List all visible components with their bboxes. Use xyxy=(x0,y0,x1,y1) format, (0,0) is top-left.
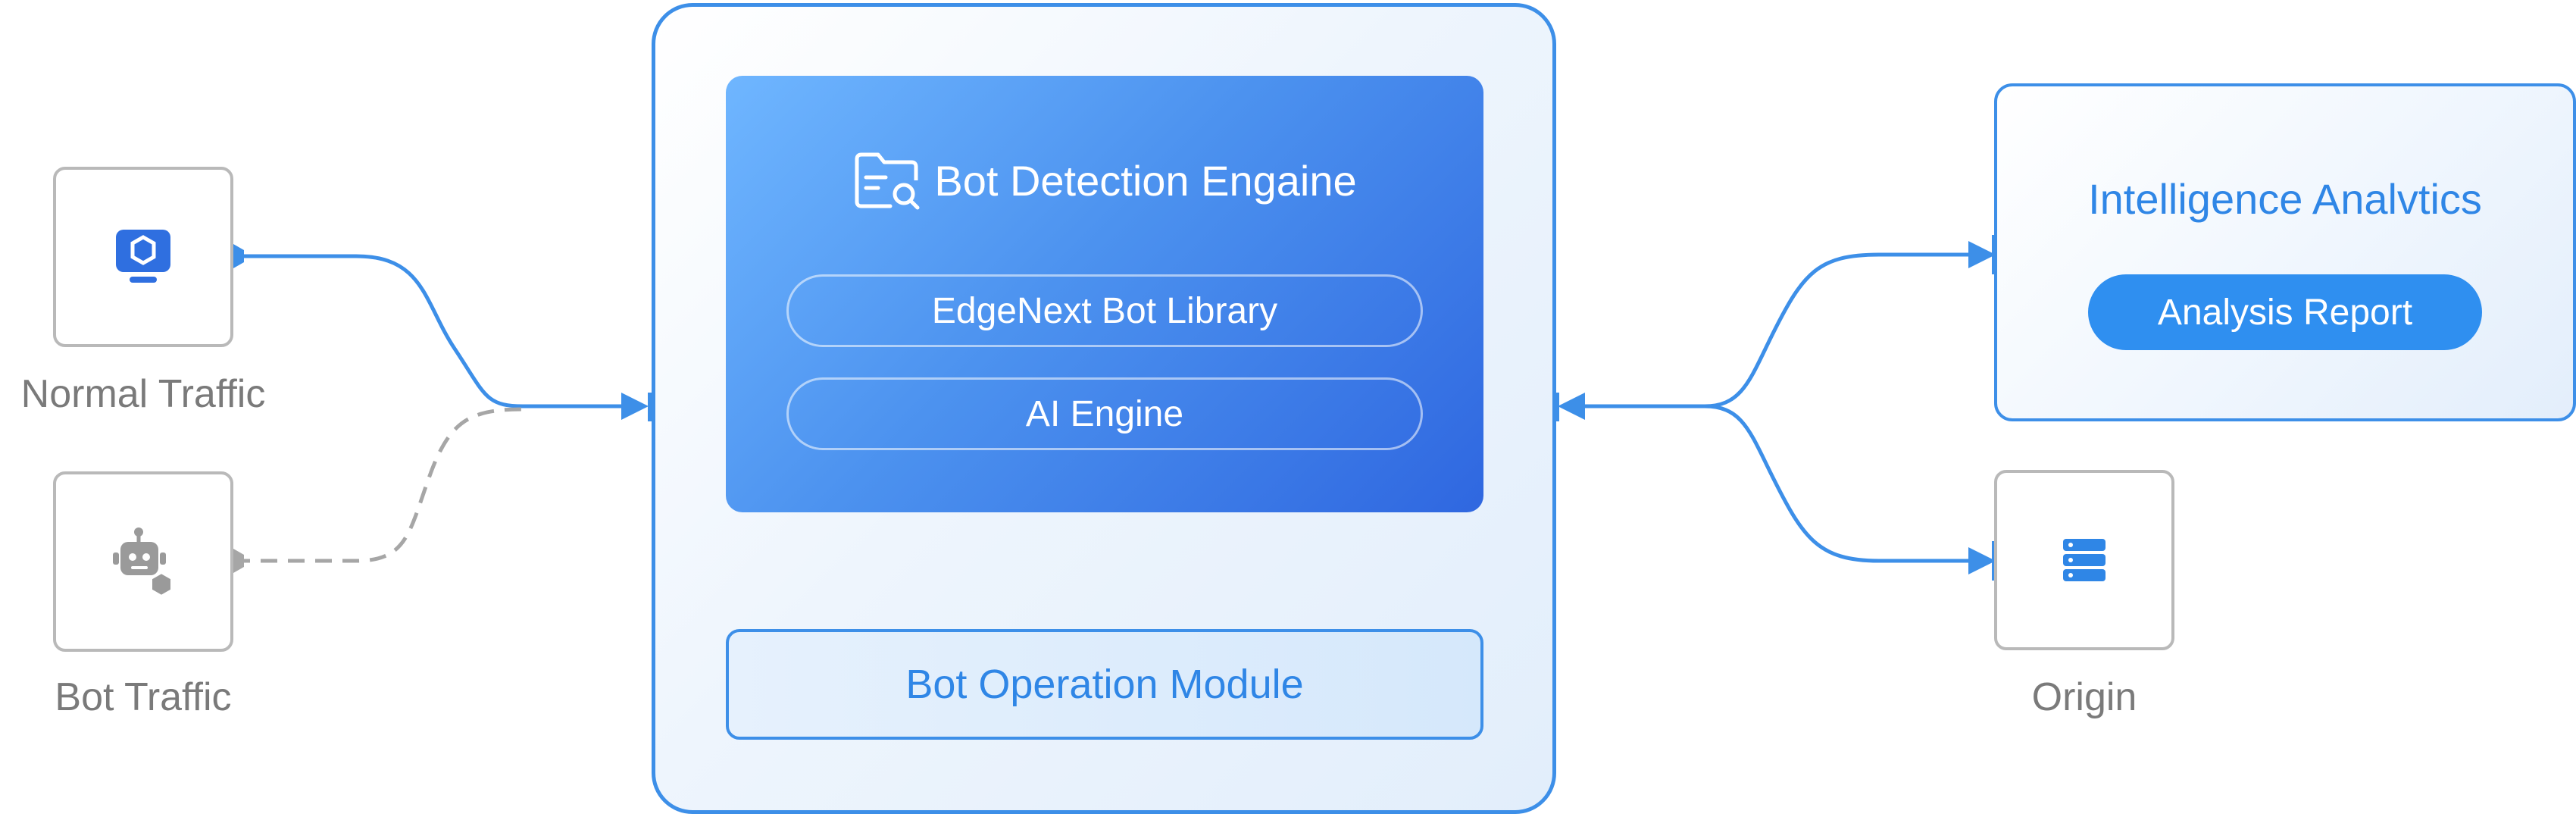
arrowhead-intelligence xyxy=(1968,241,1996,268)
bot-detection-engine: Bot Detection Engaine EdgeNext Bot Libra… xyxy=(726,76,1483,512)
edgenext-bot-library: EdgeNext Bot Library xyxy=(786,274,1423,347)
arrowhead-main-left xyxy=(621,393,649,420)
arrowhead-origin xyxy=(1968,547,1996,574)
origin-label: Origin xyxy=(2031,675,2137,719)
engine-header: Bot Detection Engaine xyxy=(726,150,1483,211)
connector-bot-traffic xyxy=(233,407,524,563)
bot-traffic-label: Bot Traffic xyxy=(55,675,232,719)
ai-engine: AI Engine xyxy=(786,377,1423,450)
bot-traffic-node xyxy=(53,471,233,652)
connector-intelligence xyxy=(1582,252,1977,409)
intelligence-title: Intelligence Analvtics xyxy=(2088,175,2482,223)
robot-icon xyxy=(113,527,174,598)
normal-traffic-node xyxy=(53,167,233,347)
engine-title: Bot Detection Engaine xyxy=(934,156,1357,205)
origin-node xyxy=(1994,470,2174,650)
operation-module-label: Bot Operation Module xyxy=(905,662,1304,707)
monitor-icon xyxy=(116,230,170,283)
arrowhead-main-right xyxy=(1558,393,1585,420)
intelligence-analytics-node: Intelligence Analvtics Analysis Report xyxy=(1994,83,2576,421)
analysis-report-label: Analysis Report xyxy=(2157,292,2413,333)
normal-traffic-label: Normal Traffic xyxy=(20,372,266,416)
server-icon xyxy=(2063,539,2106,581)
analysis-report-button[interactable]: Analysis Report xyxy=(2088,274,2482,350)
folder-search-icon xyxy=(855,152,920,210)
connector-normal-traffic xyxy=(233,254,641,409)
connector-origin xyxy=(1704,404,1977,563)
bot-operation-module: Bot Operation Module xyxy=(726,629,1483,740)
